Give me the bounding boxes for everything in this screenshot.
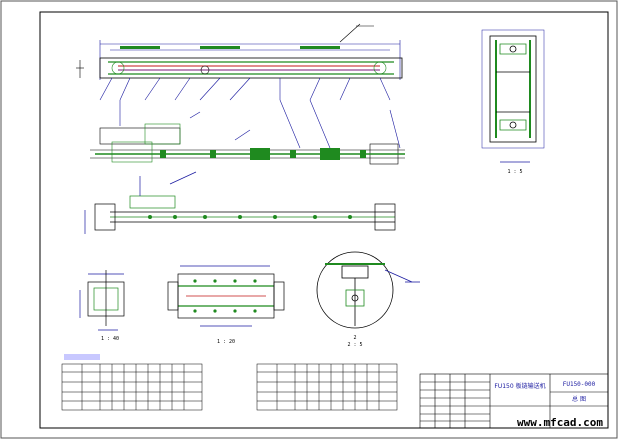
bom-table-right bbox=[256, 363, 398, 411]
end-detail-scale: 1 : 40 bbox=[101, 336, 119, 342]
circle-detail-view bbox=[316, 251, 420, 329]
plan-detail-bolts bbox=[193, 279, 257, 313]
end-detail-view bbox=[79, 270, 125, 331]
bom-table-left bbox=[61, 354, 203, 411]
lower-beam-view bbox=[84, 171, 396, 234]
watermark: www.mfcad.com bbox=[517, 416, 603, 429]
circle-detail-scale: 2 : 5 bbox=[347, 342, 362, 348]
lower-beam-bolts bbox=[148, 215, 352, 219]
title-project-name: FU150 板链输送机 bbox=[494, 382, 545, 390]
side-view-rail bbox=[90, 99, 405, 165]
plan-detail-scale: 1 : 20 bbox=[217, 339, 235, 345]
plan-detail-view bbox=[167, 265, 285, 327]
title-drawing-number: FU150-000 bbox=[563, 381, 596, 388]
rail-supports bbox=[160, 148, 366, 160]
cross-section-scale: 1 : 5 bbox=[507, 169, 522, 175]
drawing-frame bbox=[39, 11, 609, 429]
top-elevation-view bbox=[76, 23, 403, 101]
title-block bbox=[419, 373, 609, 429]
circle-detail-number: 2 bbox=[353, 335, 356, 341]
title-scale-label: 总 图 bbox=[572, 395, 586, 403]
cross-section-view bbox=[481, 29, 545, 163]
